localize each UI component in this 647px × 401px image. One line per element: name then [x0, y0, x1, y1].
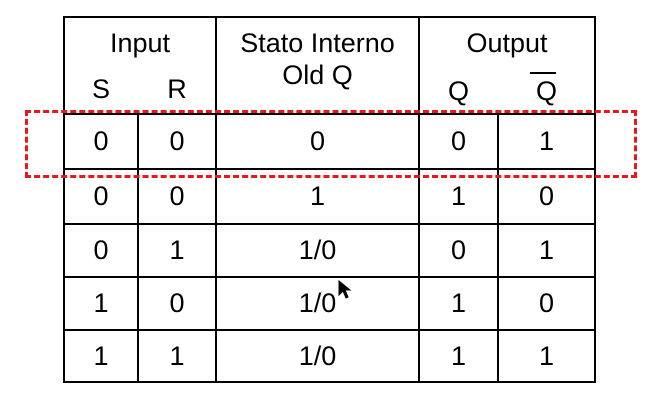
table-cell-r: 0 — [169, 181, 185, 211]
table-cell-qbar: 1 — [538, 235, 555, 265]
table-cell-qbar: 0 — [538, 181, 555, 211]
table-cell-q: 0 — [450, 126, 467, 156]
header-input: Input — [109, 27, 171, 58]
table-cell-s: 1 — [93, 288, 109, 318]
table-border-right — [594, 16, 596, 383]
table-row-divider — [63, 329, 596, 331]
table-cell-old-q: 1/0 — [298, 235, 337, 265]
table-cell-s: 0 — [93, 181, 109, 211]
table-divider-q-qbar — [497, 114, 499, 383]
row-highlight-box — [25, 110, 637, 178]
mouse-cursor-icon — [338, 280, 352, 299]
header-r: R — [167, 73, 187, 104]
header-q: Q — [447, 75, 469, 106]
table-divider-input-state — [215, 16, 217, 383]
table-border-bottom — [63, 381, 596, 383]
table-cell-old-q: 1/0 — [298, 288, 337, 318]
table-cell-old-q: 1/0 — [298, 340, 337, 371]
table-header-divider — [63, 113, 596, 115]
header-state-line2: Old Q — [282, 59, 353, 90]
table-cell-r: 1 — [169, 235, 185, 265]
table-row-divider — [63, 276, 596, 278]
table-cell-q: 1 — [450, 340, 467, 371]
table-row-divider — [63, 223, 596, 225]
table-cell-s: 1 — [93, 340, 109, 371]
qbar-overline — [530, 72, 556, 74]
table-cell-q: 0 — [450, 235, 467, 265]
table-cell-qbar: 1 — [538, 126, 555, 156]
table-cell-s: 0 — [93, 235, 109, 265]
table-cell-s: 0 — [93, 126, 109, 156]
header-state-line1: Stato Interno — [240, 27, 395, 58]
table-cell-qbar: 1 — [538, 340, 555, 371]
header-s: S — [91, 73, 110, 104]
table-cell-qbar: 0 — [538, 288, 555, 318]
table-cell-r: 1 — [169, 340, 185, 371]
table-divider-s-r — [137, 114, 139, 383]
header-output: Output — [466, 27, 548, 58]
table-cell-r: 0 — [169, 288, 185, 318]
table-cell-q: 1 — [450, 288, 467, 318]
table-border-top — [63, 16, 596, 18]
table-row-divider — [63, 168, 596, 170]
table-divider-state-output — [418, 16, 420, 383]
table-cell-old-q: 1 — [309, 181, 326, 211]
table-cell-old-q: 0 — [309, 126, 326, 156]
table-cell-q: 1 — [450, 181, 467, 211]
header-qbar: Q — [535, 75, 557, 106]
table-cell-r: 0 — [169, 126, 185, 156]
table-border-left — [63, 16, 65, 383]
